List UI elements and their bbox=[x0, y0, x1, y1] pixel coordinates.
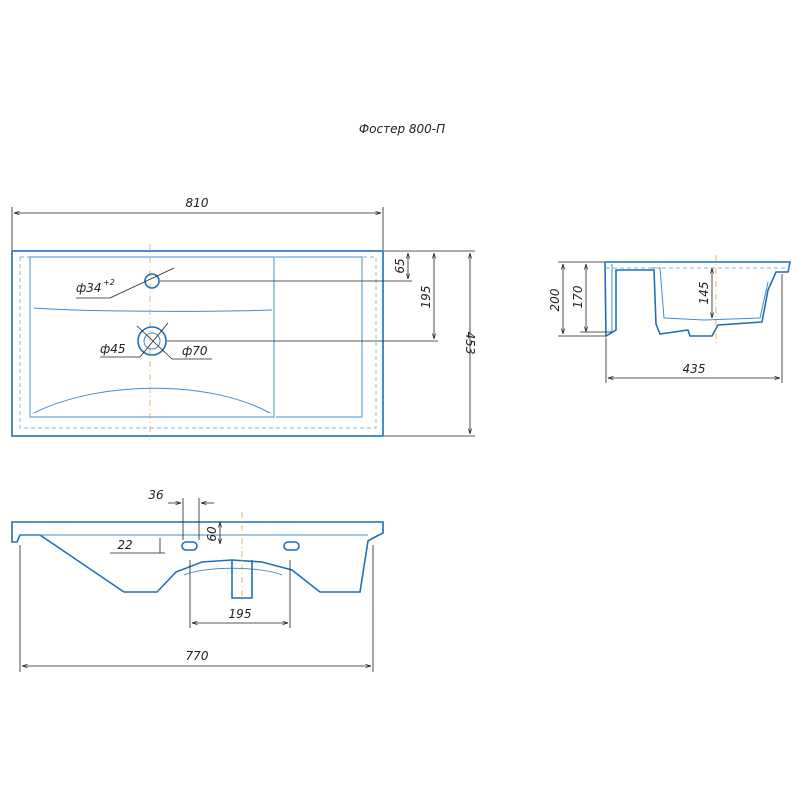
tap-hole bbox=[144, 273, 160, 289]
label-tap-hole: ф34 bbox=[76, 281, 102, 295]
front-bowl-inner bbox=[183, 567, 283, 576]
drain-inner bbox=[143, 332, 161, 350]
dim-depth-435: 435 bbox=[683, 362, 706, 376]
drain-outer bbox=[137, 326, 167, 356]
bowl-bottom-curve bbox=[33, 387, 271, 414]
dim-depth-453: 453 bbox=[463, 332, 477, 355]
front-view: 36 60 22 195 770 bbox=[11, 488, 384, 672]
label-drain-outer: ф70 bbox=[182, 344, 208, 358]
top-inner-dashed bbox=[19, 256, 377, 429]
dim-hole-height-22: 22 bbox=[117, 538, 132, 552]
side-section-outline bbox=[604, 261, 791, 338]
dim-depth-145: 145 bbox=[697, 282, 711, 305]
side-inner-wall bbox=[611, 264, 769, 332]
bowl-outline bbox=[29, 256, 275, 418]
bowl-ledge bbox=[33, 307, 273, 312]
dim-offset-65: 65 bbox=[393, 258, 407, 273]
front-tap-hole-right bbox=[283, 541, 300, 551]
leader-drain-outer bbox=[136, 325, 173, 360]
label-drain-inner: ф45 bbox=[100, 342, 126, 356]
dim-hole-width-36: 36 bbox=[148, 488, 164, 502]
label-tap-tolerance: +2 bbox=[103, 278, 115, 287]
leader-drain-inner bbox=[139, 322, 169, 358]
dim-drain-width-195: 195 bbox=[229, 607, 252, 621]
drawing-title: Фостер 800-П bbox=[359, 122, 445, 136]
dim-height-200: 200 bbox=[548, 288, 562, 311]
dim-bottom-width-770: 770 bbox=[186, 649, 209, 663]
dim-width-810: 810 bbox=[186, 196, 209, 210]
deck-outline bbox=[276, 256, 363, 418]
front-drain-spout bbox=[231, 560, 253, 599]
top-outer-outline bbox=[11, 250, 384, 437]
dim-hole-offset-60: 60 bbox=[205, 526, 219, 542]
leader-tap bbox=[109, 267, 175, 299]
front-tap-hole-left bbox=[181, 541, 198, 551]
dim-height-170: 170 bbox=[571, 285, 585, 308]
top-view: 810 453 65 195 ф34 +2 ф45 ф70 bbox=[11, 196, 477, 440]
dim-offset-195: 195 bbox=[419, 286, 433, 309]
front-outline bbox=[11, 521, 384, 593]
side-view: 200 170 145 435 bbox=[548, 255, 791, 383]
